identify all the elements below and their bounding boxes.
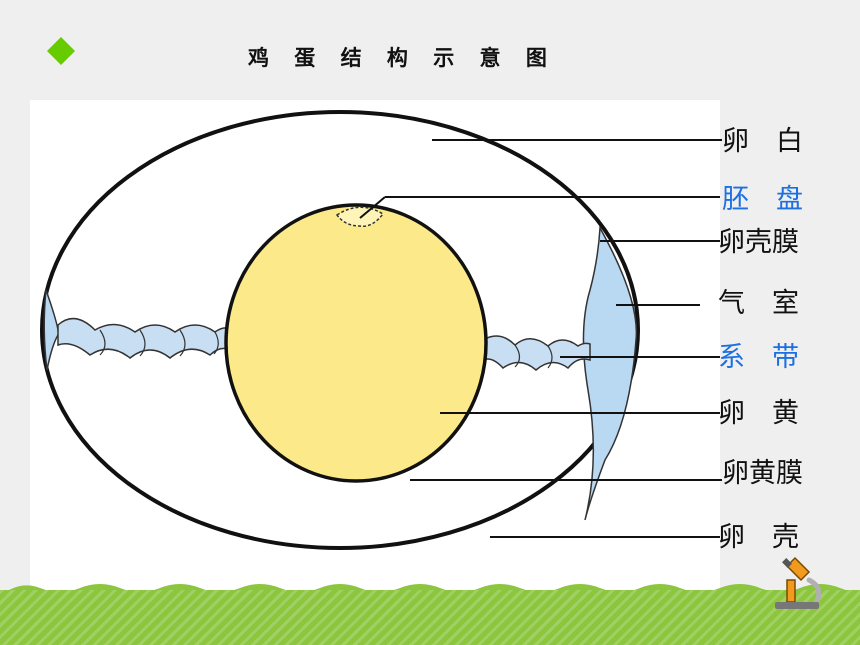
- left-membrane-cap: [43, 289, 59, 371]
- label-egg-white: 卵 白: [722, 126, 803, 157]
- page-title: 鸡 蛋 结 构 示 意 图: [248, 46, 556, 70]
- label-germinal-disc: 胚 盘: [722, 184, 803, 215]
- decorative-green-band: [0, 590, 860, 645]
- leader-lines: [359, 139, 722, 538]
- label-yolk: 卵 黄: [718, 398, 799, 429]
- yolk-shape: [224, 203, 488, 483]
- label-air-cell: 气 室: [718, 288, 799, 319]
- air-cell-region: [582, 225, 638, 521]
- right-chalaza: [482, 335, 591, 371]
- label-shell-membrane: 卵壳膜: [718, 227, 799, 258]
- label-chalaza: 系 带: [718, 342, 799, 373]
- microscope-icon: [775, 556, 822, 609]
- label-yolk-membrane: 卵黄膜: [722, 458, 803, 489]
- label-eggshell: 卵 壳: [718, 522, 799, 553]
- diamond-bullet-icon: [47, 37, 75, 65]
